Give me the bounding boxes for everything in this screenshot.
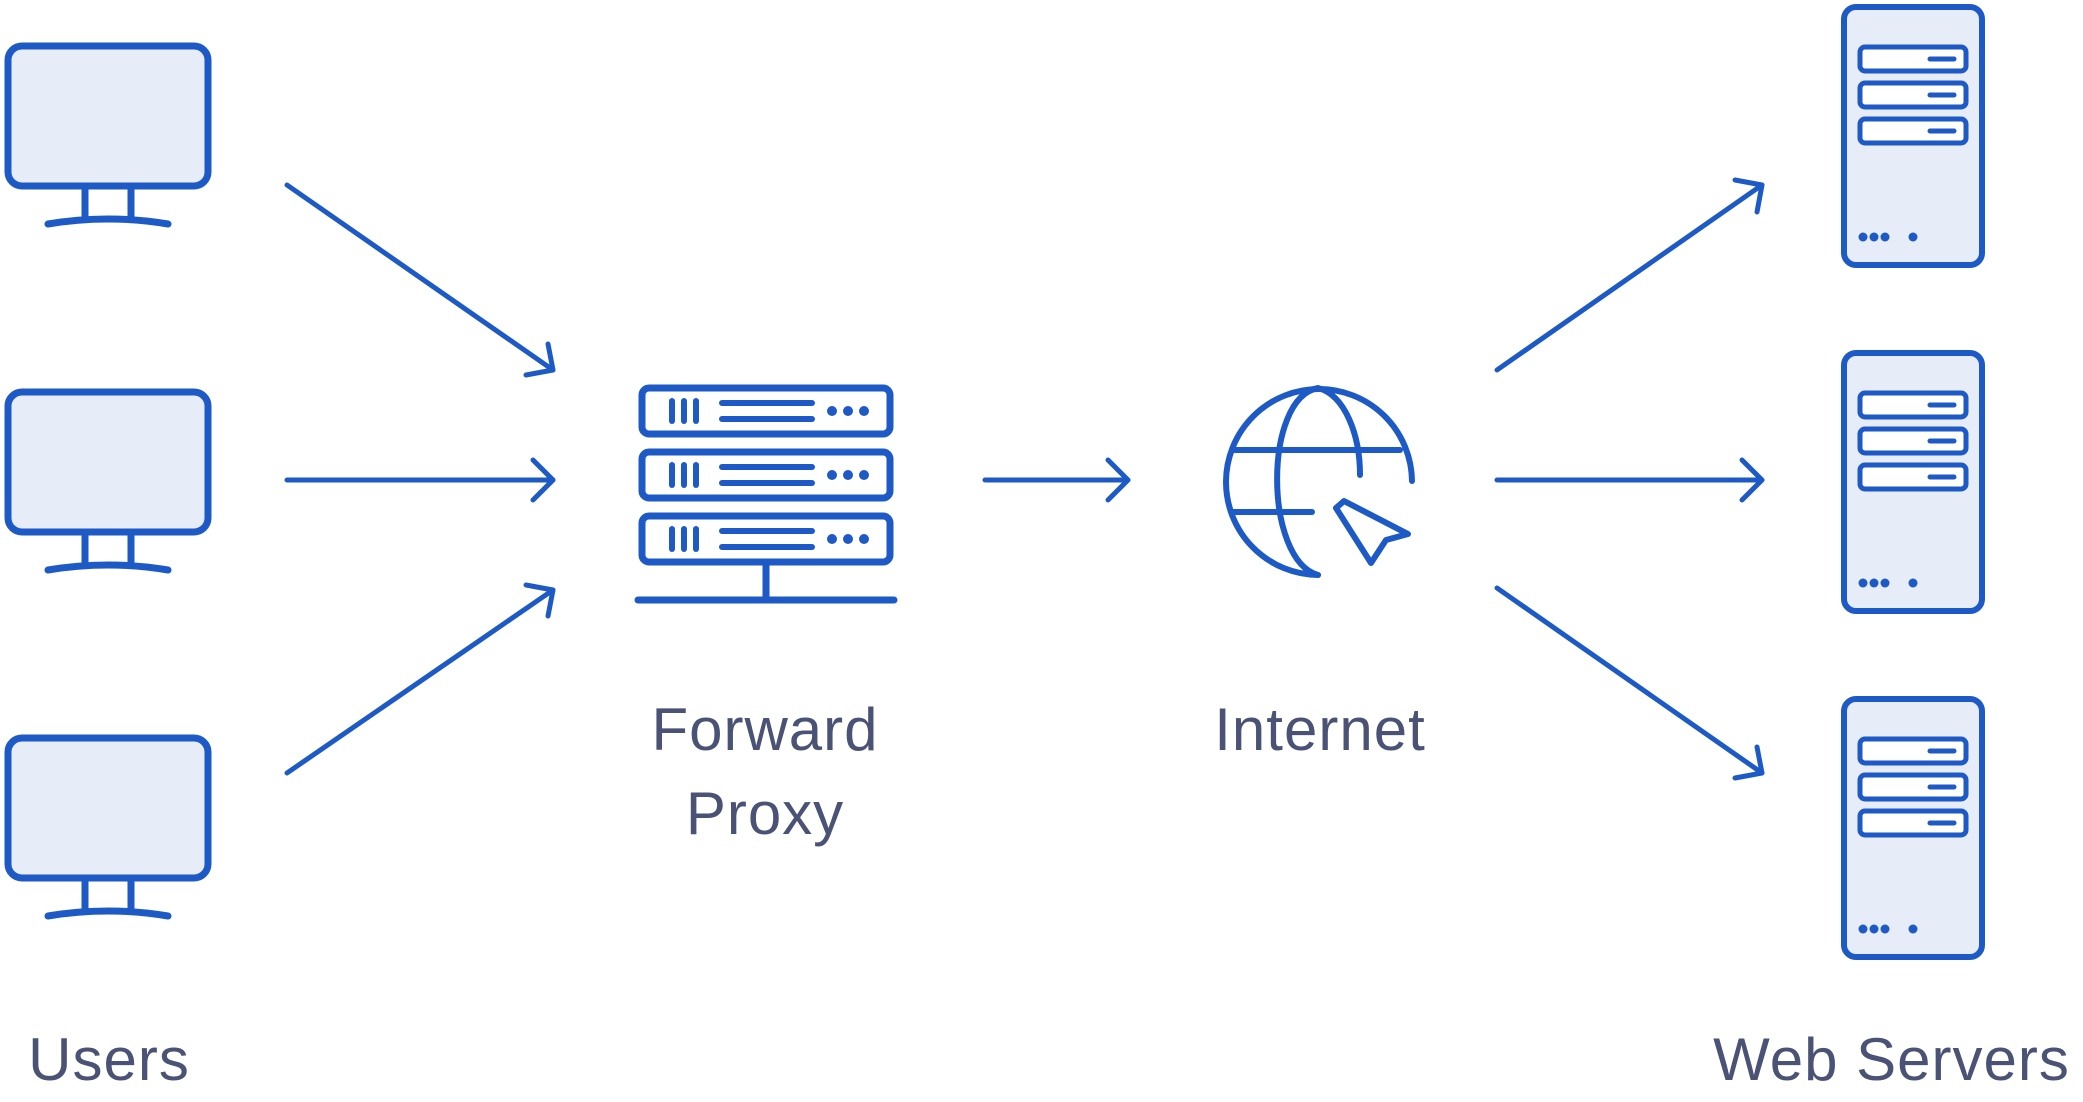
web-server-tower-icon [1844, 7, 1982, 265]
arrow-proxy-to-internet [982, 457, 1131, 503]
arrow-internet-to-server-1 [1494, 177, 1765, 373]
arrow-user-2-to-proxy [284, 457, 556, 503]
forward-proxy-label: Forward Proxy [600, 688, 930, 856]
forward-proxy-label-line2: Proxy [685, 780, 845, 847]
globe-cursor-icon [1223, 385, 1415, 578]
arrow-user-1-to-proxy [284, 182, 556, 378]
internet-label: Internet [1214, 696, 1426, 763]
user-monitor-icon [8, 46, 208, 224]
server-rack-icon [634, 388, 898, 604]
web-server-tower-icon [1844, 699, 1982, 957]
user-monitor-icon [8, 738, 208, 916]
arrow-internet-to-server-2 [1494, 457, 1765, 503]
user-monitor-icon [8, 392, 208, 570]
users-label: Users [28, 1026, 190, 1093]
web-server-tower-icon [1844, 353, 1982, 611]
arrow-user-3-to-proxy [284, 582, 556, 776]
forward-proxy-label-line1: Forward [651, 696, 879, 763]
arrow-internet-to-server-3 [1494, 585, 1765, 781]
web-servers-label: Web Servers [1713, 1026, 2070, 1093]
